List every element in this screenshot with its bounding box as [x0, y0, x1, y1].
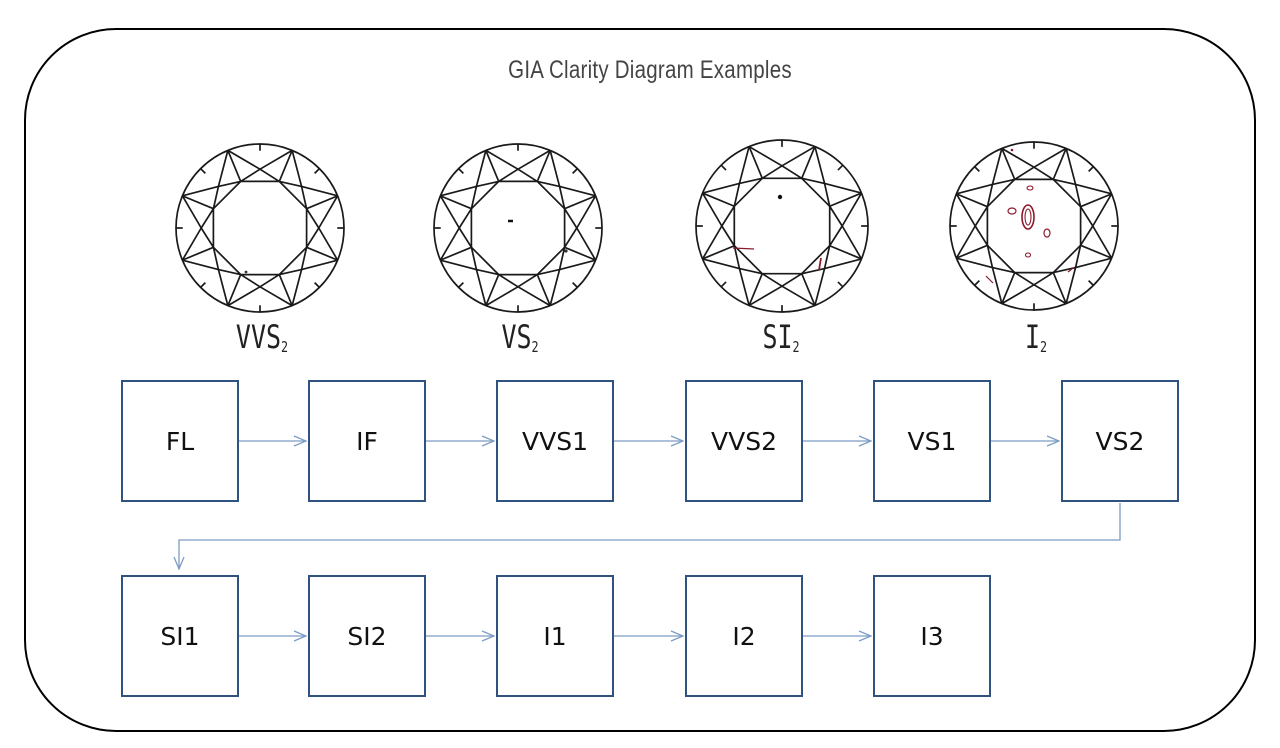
gem-label-si2: SI2: [762, 318, 800, 356]
inclusion-mark: [1021, 204, 1035, 230]
gem-diagrams: [175, 139, 1119, 313]
inclusion-mark: [564, 249, 568, 253]
diagram-frame: [24, 28, 1256, 732]
inclusion-mark: [1026, 185, 1034, 191]
grade-box-i2: I2: [685, 575, 803, 697]
grade-box-i1: I1: [496, 575, 614, 697]
inclusion-mark: [1043, 228, 1051, 238]
grade-box-vs1: VS1: [873, 380, 991, 502]
gem-label-vvs2: VVS2: [235, 318, 289, 356]
gem-label-vs2: VS2: [501, 318, 539, 356]
gem-diagram-vvs2: [175, 143, 345, 313]
inclusion-mark: [1010, 148, 1014, 152]
diagram-title: GIA Clarity Diagram Examples: [508, 56, 792, 84]
grade-box-if: IF: [308, 380, 426, 502]
inclusion-mark: [1007, 207, 1017, 215]
grade-box-i3: I3: [873, 575, 991, 697]
inclusion-mark: [777, 194, 783, 200]
gem-label-i2: I2: [1024, 318, 1048, 356]
gem-diagram-si2: [695, 139, 869, 313]
gem-diagram-vs2: [433, 143, 603, 313]
flow-arrows: [179, 441, 1121, 636]
gem-diagram-i2: [949, 141, 1119, 311]
grade-box-vvs2: VVS2: [685, 380, 803, 502]
inclusion-mark: [1067, 267, 1074, 273]
grade-box-vs2: VS2: [1061, 380, 1179, 502]
title-container: GIA Clarity Diagram Examples: [0, 0, 1280, 100]
grade-box-fl: FL: [121, 380, 239, 502]
inclusion-mark: [1024, 208, 1032, 226]
inclusion-mark: [244, 270, 248, 274]
inclusion-mark: [818, 257, 822, 271]
grade-box-si2: SI2: [308, 575, 426, 697]
inclusion-mark: [732, 247, 755, 250]
grade-box-vvs1: VVS1: [496, 380, 614, 502]
row-connector-arrow: [179, 503, 1121, 569]
inclusion-mark: [1024, 252, 1032, 258]
grade-box-si1: SI1: [121, 575, 239, 697]
inclusion-mark: [985, 275, 994, 284]
